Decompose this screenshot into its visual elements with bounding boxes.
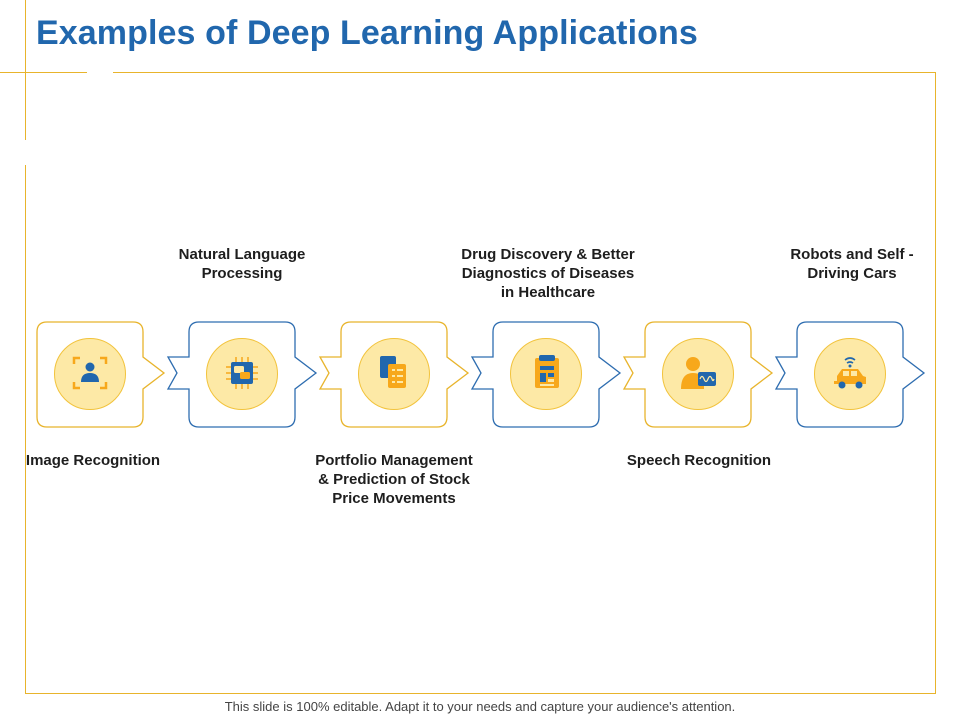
frame-bottom-edge [25, 693, 936, 694]
step-4-label: Drug Discovery & Better Diagnostics of D… [461, 246, 635, 301]
step-1-label: Image Recognition [25, 452, 161, 469]
clipboard-icon [535, 355, 559, 388]
step-2-label: Natural Language Processing [178, 246, 306, 282]
slide-title: Examples of Deep Learning Applications [36, 14, 698, 52]
slide-footer-note: This slide is 100% editable. Adapt it to… [224, 699, 736, 714]
frame-top-left-segment [0, 72, 87, 73]
step-5-label: Speech Recognition [626, 452, 772, 469]
chip-chat-icon [226, 357, 258, 389]
frame-left-lower-segment [25, 165, 26, 694]
documents-icon [380, 356, 406, 388]
smart-car-icon [834, 357, 866, 389]
speaker-wave-icon [681, 357, 716, 389]
step-3-label: Portfolio Management & Prediction of Sto… [315, 452, 473, 507]
user-focus-icon [72, 356, 108, 390]
frame-left-upper-segment [25, 0, 26, 140]
step-6-icon-circle [814, 338, 886, 410]
step-6-label: Robots and Self - Driving Cars [790, 246, 914, 282]
frame-right-edge [935, 72, 936, 694]
frame-top-segment [113, 72, 936, 73]
step-1-icon-circle [54, 338, 126, 410]
